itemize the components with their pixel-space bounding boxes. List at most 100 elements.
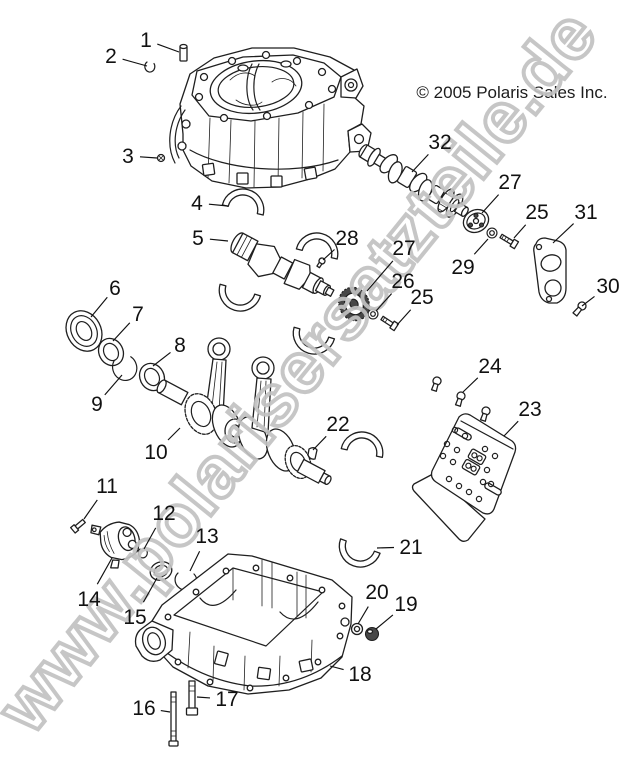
leader-line-16 xyxy=(160,710,171,713)
leader-line-18 xyxy=(329,665,344,671)
snap-ring-9-drawing xyxy=(112,356,138,381)
lower-crankcase-drawing xyxy=(134,553,353,695)
leader-line-17 xyxy=(196,696,211,699)
leader-line-27 xyxy=(481,194,500,214)
stud-long-drawing xyxy=(168,691,179,747)
callout-15: 15 xyxy=(123,606,146,629)
washer-29-drawing xyxy=(486,227,498,239)
leader-line-19 xyxy=(375,614,394,630)
leader-line-10 xyxy=(167,427,181,441)
bearing-shell-21-drawing xyxy=(332,538,381,574)
leader-line-2 xyxy=(122,58,148,67)
callout-18: 18 xyxy=(348,663,371,686)
seal-small-drawing xyxy=(138,362,166,392)
callout-4: 4 xyxy=(191,192,203,215)
leader-line-23 xyxy=(503,420,519,437)
callout-16: 16 xyxy=(132,697,155,720)
screw-drawing xyxy=(156,153,166,163)
balance-sprocket-drawing xyxy=(338,286,370,322)
callout-23: 23 xyxy=(518,398,541,421)
callout-31: 31 xyxy=(574,201,597,224)
leader-line-12 xyxy=(143,527,157,550)
leader-line-21 xyxy=(376,546,395,549)
leader-line-29 xyxy=(473,238,489,255)
bolt-25-right-drawing xyxy=(499,233,520,250)
leader-line-24 xyxy=(462,377,479,393)
callout-11: 11 xyxy=(96,475,118,498)
leader-line-3 xyxy=(139,156,158,159)
callout-5: 5 xyxy=(192,227,204,250)
oil-pump-drawing xyxy=(90,521,140,569)
retainer-clip-drawing xyxy=(137,548,148,559)
callout-20: 20 xyxy=(365,581,388,604)
leader-line-6 xyxy=(90,296,108,318)
plug-cap-drawing xyxy=(149,561,173,581)
dowel-pin-drawing xyxy=(179,43,188,62)
callout-27: 27 xyxy=(392,237,415,260)
leader-line-7 xyxy=(112,322,131,342)
callout-13: 13 xyxy=(195,525,218,548)
leader-line-14 xyxy=(96,557,113,585)
callout-6: 6 xyxy=(109,277,121,300)
leader-line-5 xyxy=(209,238,229,242)
callout-8: 8 xyxy=(174,334,186,357)
leader-line-27 xyxy=(366,260,394,292)
leader-line-9 xyxy=(104,374,123,396)
gasket-plate-drawing xyxy=(533,237,567,304)
callout-32: 32 xyxy=(428,131,451,154)
balance-shaft-drawing xyxy=(230,232,335,297)
leader-line-4 xyxy=(208,203,229,207)
leader-line-25 xyxy=(513,224,527,239)
clip-drawing xyxy=(144,61,156,73)
callout-22: 22 xyxy=(326,413,349,436)
seal-medium-drawing xyxy=(97,337,125,367)
callout-12: 12 xyxy=(152,502,175,525)
leader-line-1 xyxy=(157,43,180,53)
leader-line-15 xyxy=(142,577,158,603)
leader-line-25 xyxy=(396,309,412,326)
leader-line-32 xyxy=(411,154,429,173)
leader-line-20 xyxy=(357,606,369,625)
leader-line-28 xyxy=(322,249,335,261)
callout-25: 25 xyxy=(410,286,433,309)
washer-20-drawing xyxy=(350,622,364,636)
callout-14: 14 xyxy=(77,588,101,611)
oil-plug-drawing xyxy=(364,626,380,642)
leader-line-11 xyxy=(83,499,98,520)
seal-large-drawing xyxy=(65,310,103,352)
callout-7: 7 xyxy=(132,303,144,326)
callout-17: 17 xyxy=(215,688,238,711)
callout-26: 26 xyxy=(391,270,414,293)
baffle-plate-drawing xyxy=(411,413,517,542)
crankshaft-drawing xyxy=(156,337,332,485)
leader-line-13 xyxy=(189,551,201,572)
leader-line-26 xyxy=(375,293,393,312)
callout-3: 3 xyxy=(122,145,134,168)
callout-24: 24 xyxy=(478,355,502,378)
callout-21: 21 xyxy=(399,536,422,559)
bolt-25-left-drawing xyxy=(380,315,400,332)
bolt-11-drawing xyxy=(69,518,86,534)
cam-sprocket-plate-drawing xyxy=(462,208,490,234)
upper-crankcase-drawing xyxy=(169,47,372,189)
callout-29: 29 xyxy=(451,256,474,279)
callout-25: 25 xyxy=(525,201,548,224)
callout-2: 2 xyxy=(105,45,117,68)
leader-line-22 xyxy=(312,435,327,451)
bolt-medium-drawing xyxy=(185,680,199,716)
woodruff-key-drawing xyxy=(307,447,318,460)
leader-line-30 xyxy=(581,295,595,307)
callout-10: 10 xyxy=(144,441,167,464)
callout-30: 30 xyxy=(596,275,619,298)
bearing-shell-lower-left-drawing xyxy=(213,283,262,317)
callout-1: 1 xyxy=(140,29,152,52)
callout-27: 27 xyxy=(498,171,521,194)
leader-line-31 xyxy=(552,223,574,244)
callout-19: 19 xyxy=(394,593,417,616)
leader-line-8 xyxy=(152,351,171,367)
callout-28: 28 xyxy=(335,227,358,250)
bearing-shell-4-drawing xyxy=(221,183,269,216)
